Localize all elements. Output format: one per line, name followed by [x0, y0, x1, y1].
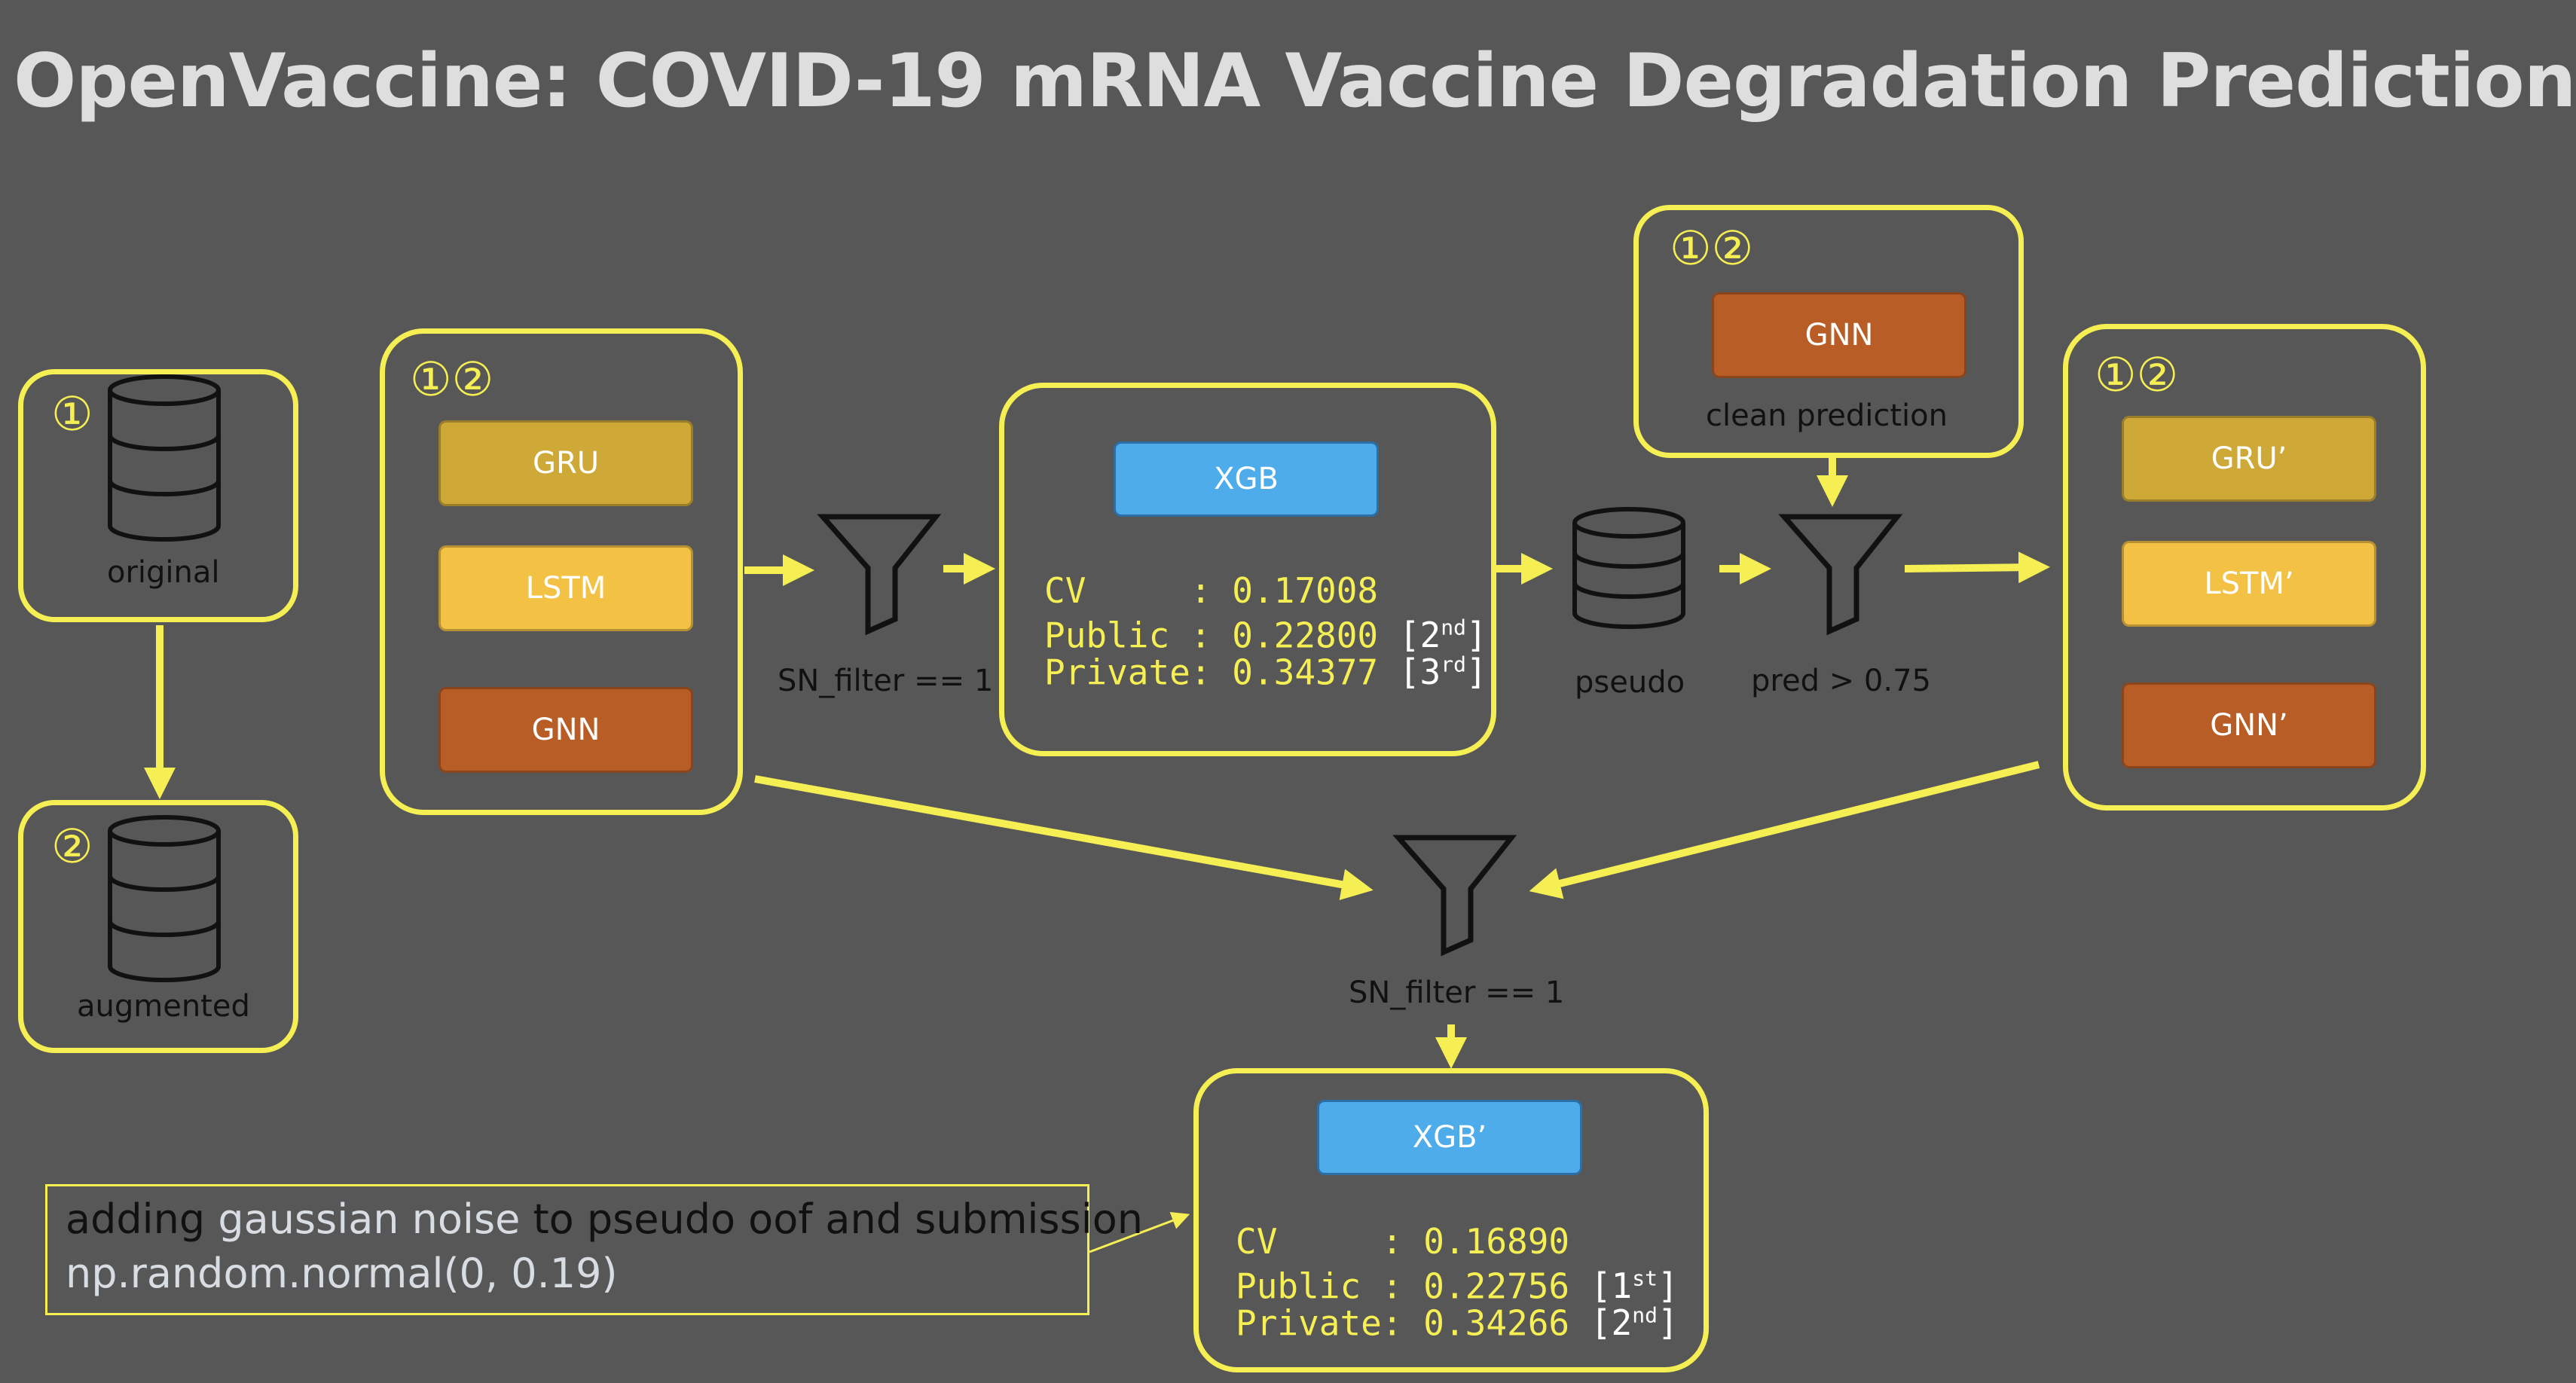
dataset-original-label: original — [107, 555, 220, 590]
private-rank: [3rd] — [1398, 652, 1487, 693]
public-rank-suffix: st — [1632, 1266, 1658, 1291]
funnel-icon — [1392, 835, 1517, 957]
public-rank: [1st] — [1590, 1265, 1679, 1307]
arrow-stage1-to-filter3 — [754, 775, 1374, 900]
stage1-models-box — [380, 328, 743, 815]
xgb-prime-result-box — [1193, 1068, 1709, 1372]
filter2-label: pred > 0.75 — [1751, 664, 1931, 698]
cv-label: CV : — [1044, 570, 1212, 611]
database-icon — [108, 815, 221, 982]
model-gnn-clean: GNN — [1712, 292, 1966, 378]
arrow-note-to-xgb2 — [1089, 1212, 1190, 1253]
model-gnn-prime: GNN’ — [2122, 682, 2376, 768]
model-gru-prime: GRU’ — [2122, 416, 2376, 502]
dataset-original-box — [18, 369, 298, 622]
model-lstm: LSTM — [439, 545, 693, 631]
xgb-prime-public-score: Public : 0.22756 [1st] — [1236, 1260, 1679, 1305]
clean-badge: ①② — [1670, 221, 1754, 276]
funnel-icon — [1778, 514, 1903, 636]
cv-label: CV : — [1236, 1221, 1403, 1262]
model-gru: GRU — [439, 420, 693, 506]
stage1-badge: ①② — [410, 352, 494, 407]
noise-note-line1: adding gaussian noise to pseudo oof and … — [66, 1192, 1143, 1247]
private-value: 0.34266 — [1423, 1302, 1570, 1344]
xgb-prime-private-score: Private: 0.34266 [2nd] — [1236, 1297, 1679, 1342]
arrow-filter2-to-stage2 — [1904, 551, 2050, 584]
xgb-public-score: Public : 0.22800 [2nd] — [1044, 609, 1487, 654]
public-rank-number: 2 — [1419, 615, 1441, 656]
clean-prediction-box — [1633, 205, 2024, 458]
private-rank-number: 3 — [1419, 652, 1441, 693]
private-rank-suffix: nd — [1632, 1303, 1658, 1328]
note-highlight: gaussian noise — [218, 1195, 521, 1243]
xgb-private-score: Private: 0.34377 [3rd] — [1044, 646, 1487, 691]
dataset-augmented-box — [18, 800, 298, 1053]
noise-note-box: adding gaussian noise to pseudo oof and … — [45, 1184, 1143, 1315]
diagram-canvas: OpenVaccine: COVID-19 mRNA Vaccine Degra… — [14, 38, 2576, 1372]
xgb-cv-score: CV : 0.17008 — [1044, 572, 1378, 609]
public-label: Public : — [1236, 1265, 1403, 1307]
cv-value: 0.16890 — [1423, 1221, 1570, 1262]
xgb-result-box — [999, 383, 1496, 756]
filter3-label: SN_filter == 1 — [1349, 975, 1565, 1010]
stage2-models-box — [2063, 324, 2426, 811]
public-rank-number: 1 — [1611, 1265, 1633, 1307]
model-xgb: XGB — [1114, 441, 1379, 517]
public-label: Public : — [1044, 615, 1212, 656]
dataset-augmented-badge: ② — [51, 819, 93, 874]
private-label: Private: — [1044, 652, 1212, 693]
pseudo-label: pseudo — [1575, 665, 1685, 700]
private-rank: [2nd] — [1590, 1302, 1679, 1344]
stage2-badge: ①② — [2095, 347, 2179, 402]
page-title: OpenVaccine: COVID-19 mRNA Vaccine Degra… — [14, 38, 2576, 124]
database-icon — [1572, 507, 1685, 629]
private-rank-suffix: rd — [1441, 652, 1466, 677]
model-xgb-prime: XGB’ — [1317, 1100, 1582, 1175]
dataset-augmented-label: augmented — [77, 989, 250, 1024]
cv-value: 0.17008 — [1232, 570, 1379, 611]
model-gnn: GNN — [439, 687, 693, 773]
note-post: to pseudo oof and submission — [520, 1195, 1143, 1243]
public-value: 0.22756 — [1423, 1265, 1570, 1307]
private-value: 0.34377 — [1232, 652, 1379, 693]
xgb-prime-cv-score: CV : 0.16890 — [1236, 1223, 1569, 1260]
model-lstm-prime: LSTM’ — [2122, 541, 2376, 627]
noise-note-code: np.random.normal(0, 0.19) — [66, 1250, 618, 1297]
database-icon — [108, 374, 221, 542]
arrow-stage2-to-filter3 — [1529, 761, 2040, 899]
funnel-icon — [817, 514, 942, 636]
filter1-label: SN_filter == 1 — [778, 664, 994, 698]
private-rank-number: 2 — [1611, 1302, 1633, 1344]
public-rank-suffix: nd — [1441, 615, 1466, 640]
clean-prediction-label: clean prediction — [1706, 398, 1948, 433]
connector-layer — [108, 374, 2050, 1253]
note-pre: adding — [66, 1195, 218, 1243]
public-value: 0.22800 — [1232, 615, 1379, 656]
dataset-original-badge: ① — [51, 386, 93, 441]
public-rank: [2nd] — [1398, 615, 1487, 656]
private-label: Private: — [1236, 1302, 1403, 1344]
